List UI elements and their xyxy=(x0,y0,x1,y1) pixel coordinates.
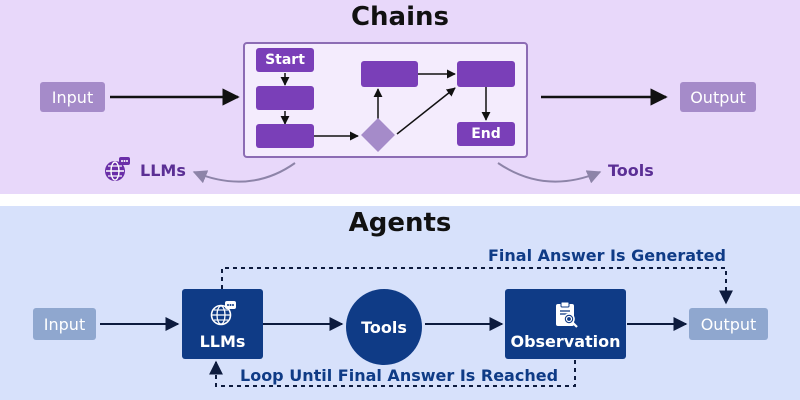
final-answer-label: Final Answer Is Generated xyxy=(488,246,726,265)
agents-title: Agents xyxy=(348,208,452,238)
chains-title: Chains xyxy=(350,2,450,32)
chain-start-node: Start xyxy=(256,48,314,72)
chains-output-label: Output xyxy=(690,87,746,107)
agents-output-box: Output xyxy=(689,308,768,340)
chains-input-box: Input xyxy=(40,82,105,112)
final-answer-dashed-path xyxy=(221,267,733,305)
agents-input-box: Input xyxy=(33,308,96,340)
chain-to-tools-curve xyxy=(497,162,602,184)
loop-label: Loop Until Final Answer Is Reached xyxy=(240,366,559,385)
chain-step-4 xyxy=(457,61,515,87)
agents-llms-node: LLMs xyxy=(182,289,263,359)
chains-tools-label: Tools xyxy=(608,161,654,180)
chain-to-llms-curve xyxy=(192,162,296,184)
chain-end-label: End xyxy=(471,126,501,142)
chain-start-label: Start xyxy=(265,52,305,68)
brain-globe-chat-icon xyxy=(210,300,236,326)
agents-input-label: Input xyxy=(43,314,86,334)
chain-step-1 xyxy=(256,86,314,110)
clipboard-magnifier-icon xyxy=(552,300,580,328)
agents-llms-label: LLMs xyxy=(199,331,246,351)
brain-globe-chat-icon xyxy=(104,156,130,182)
chains-output-box: Output xyxy=(680,82,756,112)
agents-tools-node: Tools xyxy=(346,289,422,365)
chain-step-3 xyxy=(361,61,418,87)
agents-tools-label: Tools xyxy=(361,317,407,337)
chain-step-2 xyxy=(256,124,314,148)
chains-input-label: Input xyxy=(51,87,94,107)
chain-end-node: End xyxy=(457,122,515,146)
agents-observation-label: Observation xyxy=(510,331,621,351)
agents-output-label: Output xyxy=(700,314,757,334)
chains-llms-label: LLMs xyxy=(140,161,186,180)
decision-to-step4-arrow xyxy=(396,87,456,135)
agents-observation-node: Observation xyxy=(505,289,626,359)
